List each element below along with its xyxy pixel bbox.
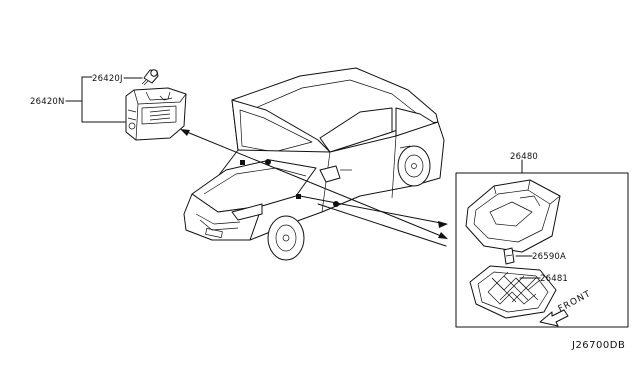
part-label-26420J: 26420J bbox=[92, 74, 123, 84]
locator-map-lamp bbox=[240, 160, 245, 165]
diagram-code: J26700DB bbox=[571, 340, 625, 351]
front-wheel bbox=[267, 215, 305, 261]
bulb-26590A bbox=[503, 247, 515, 265]
callout-arrows bbox=[180, 129, 448, 247]
door-handle-rear bbox=[399, 145, 411, 149]
arrow-to-room-lamp-2 bbox=[317, 203, 447, 247]
rear-wheel bbox=[397, 145, 431, 187]
front-label: FRONT bbox=[557, 289, 593, 315]
arrow-to-room-lamp bbox=[299, 195, 447, 225]
door-line-rear bbox=[391, 135, 397, 199]
locator-rear bbox=[333, 201, 339, 207]
map-lamp-housing-26420N bbox=[125, 87, 187, 141]
room-lamp-frame bbox=[455, 172, 629, 328]
headlight bbox=[231, 203, 263, 221]
part-label-26590A: 26590A bbox=[532, 252, 566, 262]
arrow-to-map-lamp bbox=[181, 129, 447, 239]
plate-mount bbox=[205, 228, 223, 238]
locator-front bbox=[265, 159, 271, 165]
roof-rail bbox=[245, 79, 421, 117]
vehicle-outline bbox=[183, 67, 445, 261]
front-fascia bbox=[183, 193, 263, 241]
front-side-window bbox=[319, 107, 393, 153]
side-mirror bbox=[319, 165, 341, 183]
grille bbox=[195, 213, 241, 225]
lens-26481 bbox=[469, 265, 557, 319]
room-lamp-assembly: 26480 26590A 26481 bbox=[455, 152, 629, 328]
leader-bracket-26420N bbox=[81, 76, 126, 123]
front-arrow-icon bbox=[539, 309, 569, 327]
part-label-26481: 26481 bbox=[540, 274, 568, 284]
map-lamp-assembly: 26420N 26420J bbox=[30, 69, 187, 141]
part-label-26480: 26480 bbox=[510, 152, 538, 162]
bulb-26420J bbox=[141, 69, 159, 86]
locator-room-lamp bbox=[296, 194, 301, 199]
part-label-26420N: 26420N bbox=[30, 97, 65, 107]
room-lamp-housing-26480 bbox=[465, 179, 561, 253]
